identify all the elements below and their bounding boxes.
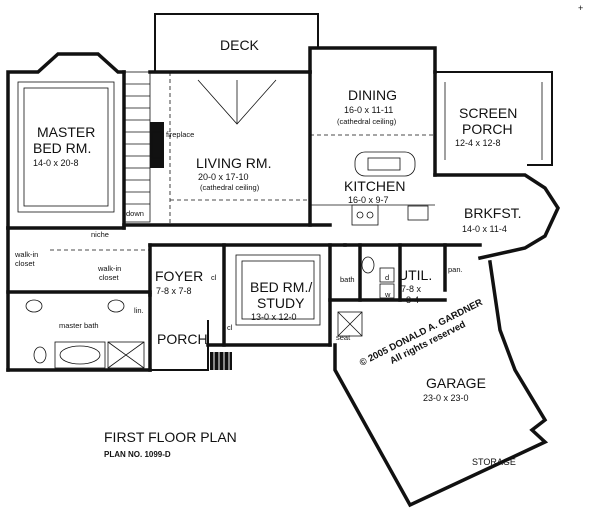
study-closet-label: cl: [227, 323, 233, 332]
copyright-block: © 2005 DONALD A. GARDNER All rights rese…: [358, 297, 485, 369]
dryer-label: d: [385, 273, 389, 282]
dining-note: (cathedral ceiling): [337, 117, 397, 126]
living-note: (cathedral ceiling): [200, 183, 260, 192]
garage-name: GARAGE: [426, 375, 486, 391]
brkfst-dims: 14-0 x 11-4: [462, 224, 507, 234]
master-tray-ceiling: [17, 81, 115, 213]
screen-porch-name1: SCREEN: [459, 105, 517, 121]
util-name: UTIL.: [398, 267, 432, 283]
master-bed-name1: MASTER: [37, 124, 95, 140]
walkin-closet-b-label: closet: [15, 259, 36, 268]
washer-label: w: [384, 290, 391, 299]
master-bath-label: master bath: [59, 321, 99, 330]
linen-label: lin.: [134, 306, 144, 315]
plan-number: PLAN NO. 1099-D: [104, 450, 171, 459]
walkin-closet-c-label: walk-in: [97, 264, 121, 273]
kitchen-island: [354, 151, 416, 177]
title-block: FIRST FLOOR PLAN PLAN NO. 1099-D: [104, 429, 237, 459]
kitchen-name: KITCHEN: [344, 178, 405, 194]
fireplace-symbol: [150, 122, 164, 168]
plan-title: FIRST FLOOR PLAN: [104, 429, 237, 445]
dining-name: DINING: [348, 87, 397, 103]
kitchen-counters: [310, 204, 435, 226]
stair-down-label: down: [126, 209, 144, 218]
study-name1: BED RM./: [250, 279, 312, 295]
master-tub: [54, 341, 106, 369]
copyright-line1: © 2005 DONALD A. GARDNER: [358, 297, 485, 369]
screen-porch-screens: [444, 82, 543, 160]
room-labels: DECK DINING 16-0 x 11-11 (cathedral ceil…: [33, 37, 522, 467]
small-labels: fireplace down niche walk-in closet walk…: [14, 130, 463, 342]
niche-label: niche: [91, 230, 109, 239]
foyer-name: FOYER: [155, 268, 203, 284]
exterior-walls: [6, 13, 560, 508]
staircase: [123, 71, 151, 223]
util-fixtures: [337, 256, 395, 337]
kitchen-dims: 16-0 x 9-7: [348, 195, 389, 205]
deck-name: DECK: [220, 37, 260, 53]
garage-dims: 23-0 x 23-0: [423, 393, 469, 403]
walkin-closet-d-label: closet: [99, 273, 120, 282]
bath-label: bath: [340, 275, 355, 284]
fireplace-label: fireplace: [166, 130, 194, 139]
foyer-closet-label: cl: [211, 273, 217, 282]
walkin-closet-a-label: walk-in: [14, 250, 38, 259]
study-dims: 13-0 x 12-0: [251, 312, 297, 322]
study-name2: STUDY: [257, 295, 305, 311]
master-bed-dims: 14-0 x 20-8: [33, 158, 79, 168]
living-dims: 20-0 x 17-10: [198, 172, 249, 182]
living-name: LIVING RM.: [196, 155, 271, 171]
pantry-label: pan.: [448, 265, 463, 274]
util-dims2: 8-4: [406, 295, 419, 305]
porch-name: PORCH: [157, 331, 208, 347]
porch-grille: [210, 352, 232, 370]
screen-porch-name2: PORCH: [462, 121, 513, 137]
master-sinks: [25, 299, 125, 364]
master-bed-name2: BED RM.: [33, 140, 91, 156]
storage-name: STORAGE: [472, 457, 516, 467]
master-shower: [107, 341, 145, 369]
living-ceiling-lines: [169, 72, 310, 225]
util-dims1: 7-8 x: [401, 284, 422, 294]
study-tray-ceiling: [235, 254, 321, 326]
screen-porch-dims: 12-4 x 12-8: [455, 138, 501, 148]
foyer-dims: 7-8 x 7-8: [156, 286, 192, 296]
brkfst-name: BRKFST.: [464, 205, 522, 221]
dining-dims: 16-0 x 11-11: [344, 105, 393, 115]
seat-label: seat: [336, 333, 351, 342]
corner-mark: +: [578, 3, 583, 13]
